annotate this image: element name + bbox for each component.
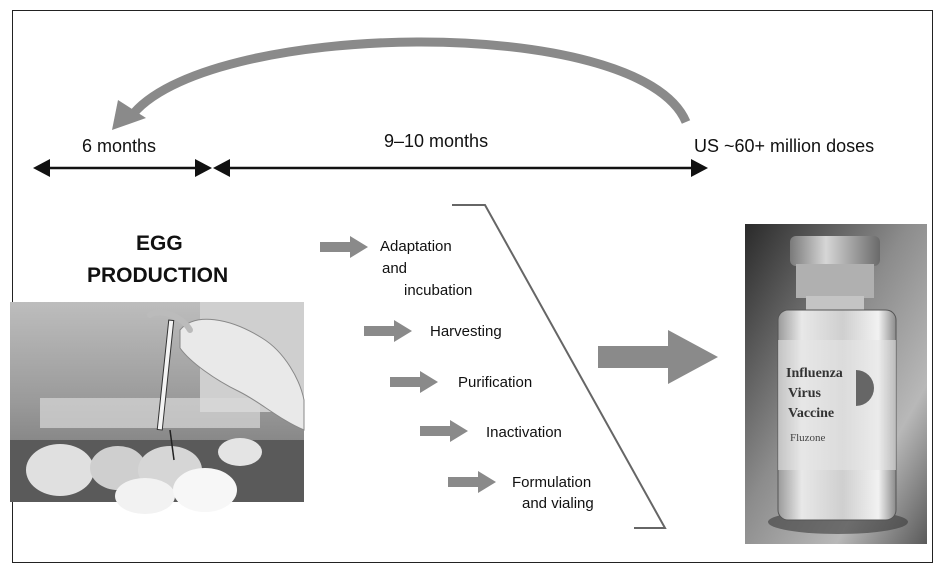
egg-production-title-line2: PRODUCTION bbox=[87, 264, 229, 287]
process-bracket-line bbox=[452, 204, 667, 529]
vaccine-vial-photo bbox=[745, 224, 927, 544]
processing-phase-double-arrow bbox=[213, 159, 708, 177]
egg-phase-duration-label: 6 months bbox=[82, 136, 157, 156]
vial-label-line2: Virus bbox=[788, 386, 821, 401]
step-arrow-adaptation bbox=[320, 236, 368, 258]
step-arrow-purification bbox=[390, 371, 438, 393]
vial-label-line1: Influenza bbox=[786, 366, 843, 381]
vial-brand-label: Fluzone bbox=[790, 432, 826, 444]
egg-production-title-line1: EGG bbox=[136, 232, 183, 255]
step-adaptation-line3: incubation bbox=[404, 282, 473, 299]
step-arrow-formulation bbox=[448, 471, 496, 493]
step-arrow-harvesting bbox=[364, 320, 412, 342]
step-adaptation-line1: Adaptation bbox=[380, 238, 452, 255]
egg-phase-double-arrow bbox=[33, 159, 212, 177]
step-formulation-line1: Formulation bbox=[512, 474, 592, 491]
step-inactivation-label: Inactivation bbox=[486, 424, 562, 441]
processing-phase-duration-label: 9–10 months bbox=[384, 131, 489, 151]
to-vaccine-big-arrow bbox=[598, 330, 718, 384]
egg-injection-photo bbox=[10, 302, 305, 514]
step-formulation-line2: and vialing bbox=[522, 495, 594, 512]
vial-label-line3: Vaccine bbox=[788, 406, 835, 421]
output-doses-label: US ~60+ million doses bbox=[694, 136, 875, 156]
return-cycle-arrow bbox=[112, 37, 691, 130]
step-adaptation-line2: and bbox=[382, 260, 408, 277]
step-arrow-inactivation bbox=[420, 420, 468, 442]
step-purification-label: Purification bbox=[458, 374, 533, 391]
step-harvesting-label: Harvesting bbox=[430, 323, 502, 340]
